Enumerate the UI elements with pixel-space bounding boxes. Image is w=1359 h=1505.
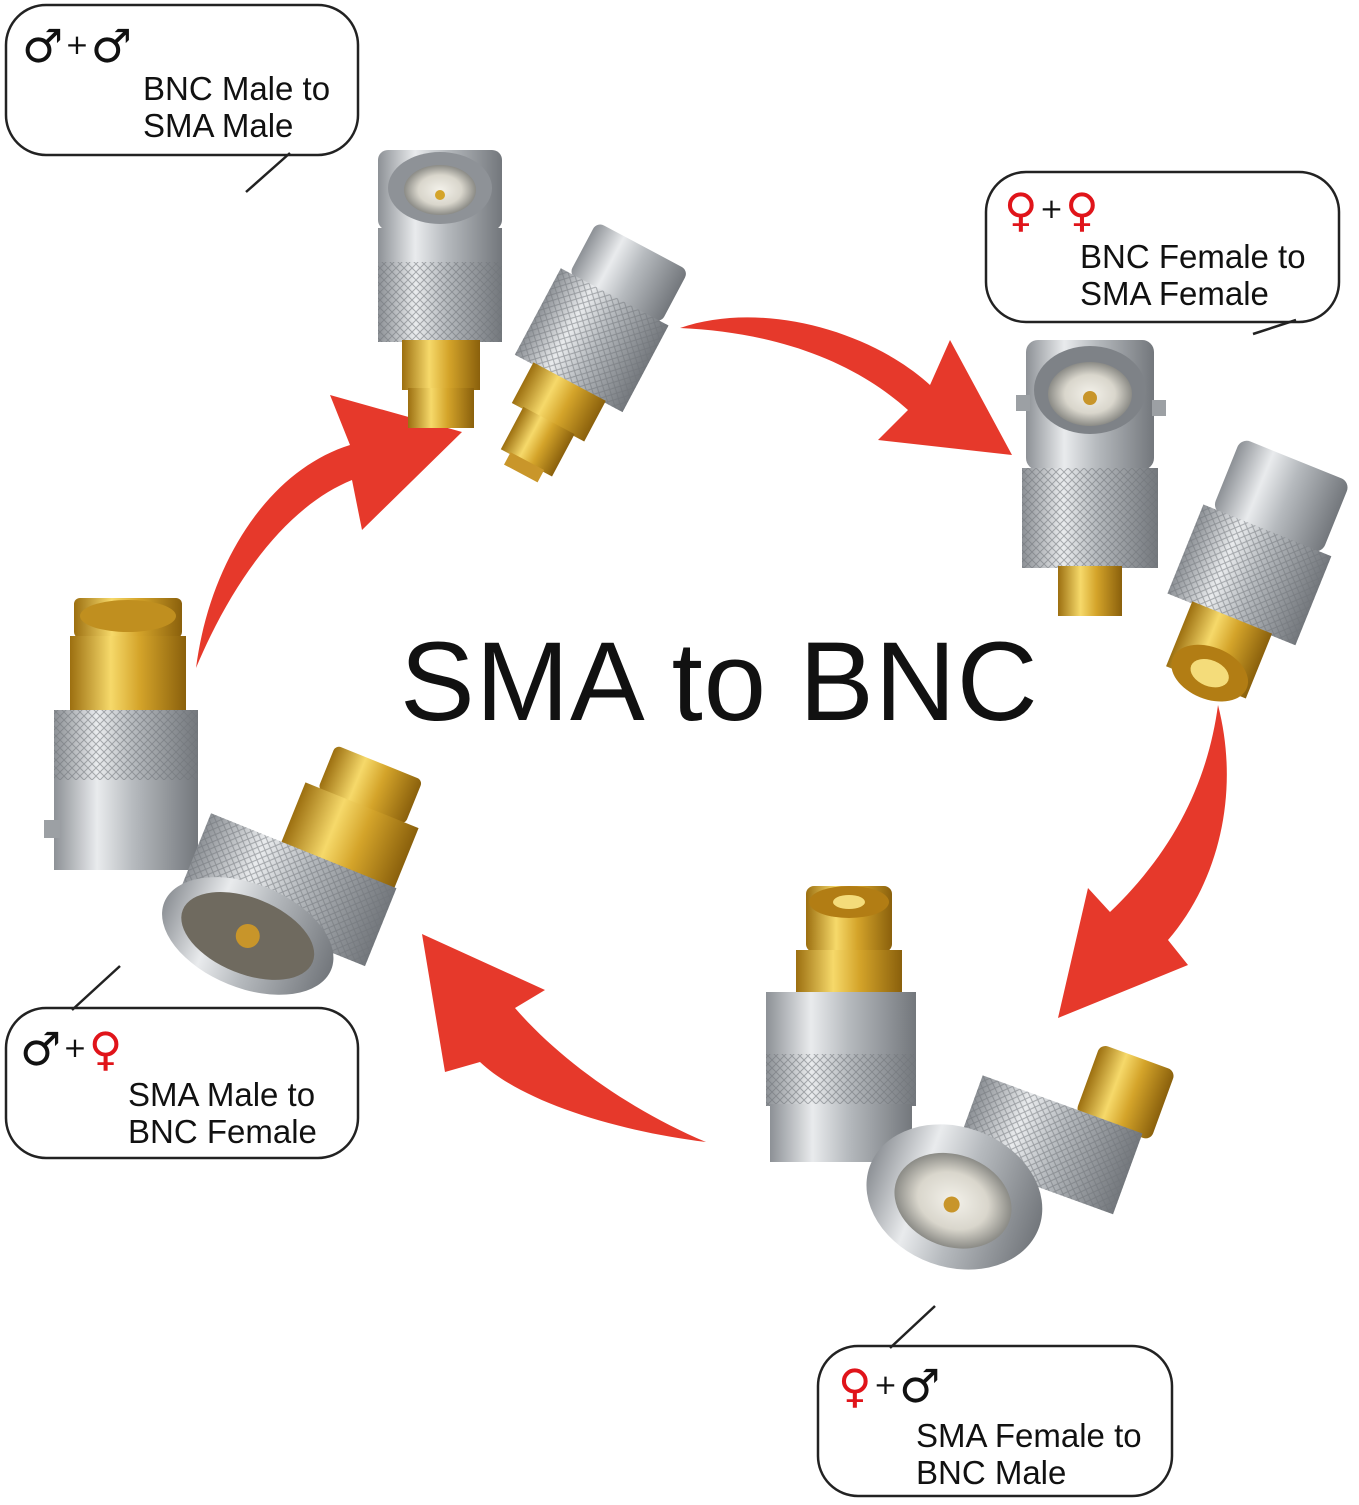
female-symbol-icon: ♀	[1004, 183, 1038, 237]
adapter-bnc-female-sma-female-tilted	[1166, 440, 1348, 702]
callout-bubble-bnc-male-sma-male	[4, 3, 360, 193]
adapter-bnc-female-sma-female-upright	[1016, 340, 1166, 616]
adapter-sma-male-bnc-female-tilted	[162, 746, 422, 995]
adapter-sma-male-bnc-female-upright	[44, 598, 198, 870]
adapter-bnc-male-sma-male-tilted	[500, 224, 686, 483]
male-symbol-icon: ♂	[90, 19, 132, 73]
callout-label-sma-male-bnc-female: SMA Male to BNC Female	[128, 1076, 317, 1150]
gender-symbols-sma-male-bnc-female: ♂+♀	[20, 1022, 123, 1076]
callout-bubble-sma-female-bnc-male	[816, 1305, 1174, 1498]
adapter-bnc-male-sma-male-upright	[378, 150, 502, 428]
arrow-to-top	[196, 395, 462, 668]
callout-label-bnc-male-sma-male: BNC Male to SMA Male	[143, 70, 331, 144]
female-symbol-icon: ♀	[1065, 183, 1099, 237]
callout-bubble-sma-male-bnc-female	[4, 965, 360, 1160]
callout-bubble-bnc-female-sma-female	[984, 170, 1341, 336]
callout-label-sma-female-bnc-male: SMA Female to BNC Male	[916, 1417, 1142, 1491]
female-symbol-icon: ♀	[88, 1022, 123, 1076]
arrow-to-bottom	[1058, 705, 1227, 1018]
gender-symbols-bnc-male-sma-male: ♂+♂	[22, 19, 132, 73]
page-title: SMA to BNC	[400, 619, 1039, 744]
adapter-sma-female-bnc-male-upright	[766, 886, 916, 1162]
callout-label-bnc-female-sma-female: BNC Female to SMA Female	[1080, 238, 1306, 312]
adapter-sma-female-bnc-male-tilted	[866, 1045, 1174, 1270]
male-symbol-icon: ♂	[22, 19, 64, 73]
male-symbol-icon: ♂	[20, 1022, 62, 1076]
arrow-to-right	[680, 317, 1012, 455]
gender-symbols-sma-female-bnc-male: ♀+♂	[838, 1359, 941, 1413]
arrow-to-left	[422, 934, 706, 1142]
male-symbol-icon: ♂	[899, 1359, 941, 1413]
gender-symbols-bnc-female-sma-female: ♀+♀	[1004, 183, 1099, 237]
female-symbol-icon: ♀	[838, 1359, 872, 1413]
